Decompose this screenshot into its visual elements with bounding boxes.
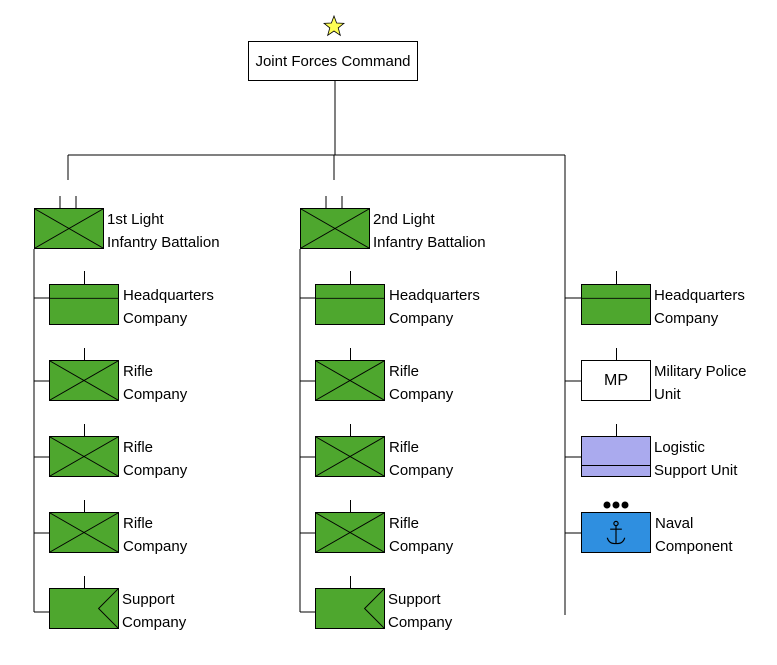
headquarters-symbol-icon [581,284,651,325]
joint-forces-command-label: Joint Forces Command [255,52,411,70]
support-symbol-icon [49,588,119,629]
company-size-marker-icon [84,424,85,436]
company-size-marker-icon [84,271,85,284]
headquarters-symbol-icon [315,284,385,325]
company-size-marker-icon [616,348,617,360]
company-size-marker-icon [84,500,85,512]
battalion-size-marker-icon [325,196,343,208]
company-size-marker-icon [84,348,85,360]
mp-symbol-text: MP [604,371,628,389]
company-size-marker-icon [350,348,351,360]
company-size-marker-icon [350,424,351,436]
company-size-marker-icon [84,576,85,588]
company-size-marker-icon [350,576,351,588]
company-size-marker-icon [350,271,351,284]
infantry-symbol-icon [315,436,385,477]
infantry-symbol-icon [49,436,119,477]
company-size-marker-icon [616,424,617,436]
company-size-marker-icon [350,500,351,512]
military-police-symbol-icon: MP [581,360,651,401]
infantry-symbol-icon [49,512,119,553]
infantry-symbol-icon [49,360,119,401]
logistics-symbol-icon [581,436,651,477]
headquarters-symbol-icon [49,284,119,325]
company-size-marker-icon [616,271,617,284]
joint-forces-command-box[interactable]: Joint Forces Command [248,41,418,81]
star-icon [323,15,345,37]
infantry-battalion-symbol-icon [300,208,370,249]
infantry-battalion-symbol-icon [34,208,104,249]
naval-symbol-icon [581,512,651,553]
battalion-size-marker-icon [59,196,77,208]
infantry-symbol-icon [315,512,385,553]
infantry-symbol-icon [315,360,385,401]
platoon-size-marker-icon [603,501,629,509]
support-symbol-icon [315,588,385,629]
